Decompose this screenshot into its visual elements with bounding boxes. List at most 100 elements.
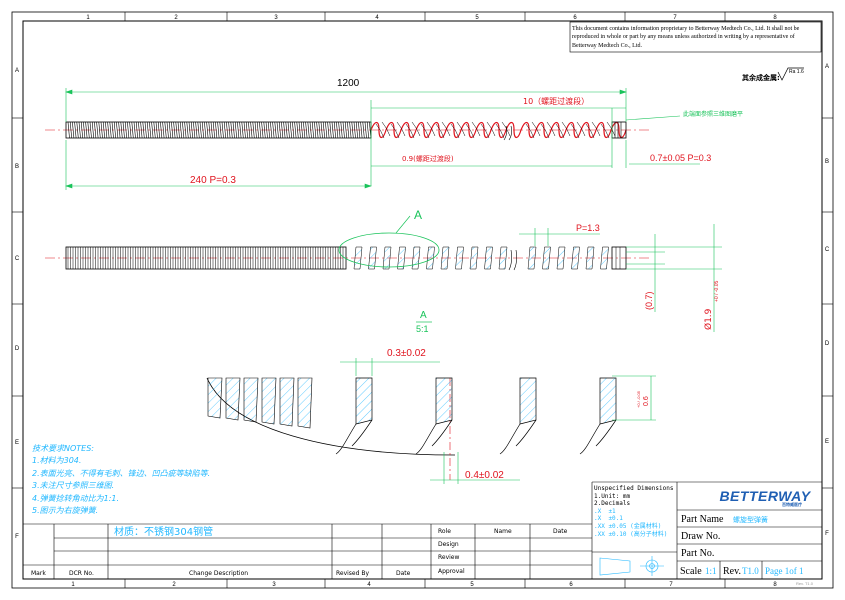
projection-symbol — [599, 556, 664, 576]
unspec-line-2: 1.Unit: mm — [594, 492, 631, 500]
pitch-dim: P=1.3 — [576, 223, 600, 233]
tech-notes-title: 技术要求NOTES: — [32, 444, 94, 453]
outer-frame — [11, 11, 834, 589]
col-8-top: 8 — [773, 15, 777, 21]
unspec-tol-2: .X ±0.1 — [594, 515, 623, 523]
rev-header-desc: Change Description — [189, 570, 248, 577]
row-c-left: C — [15, 256, 20, 262]
rev-header-mark: Mark — [31, 570, 46, 577]
tight-section: 240 P=0.3 — [190, 175, 236, 186]
approval-design: Design — [438, 541, 459, 548]
gap-bottom: 0.4±0.02 — [465, 470, 504, 481]
detail-a-view — [206, 377, 617, 480]
unspec-tol-4: .XX ±0.10 (高分子材料) — [594, 530, 668, 538]
unspec-tol-1: .X ±1 — [594, 507, 616, 515]
detail-dimensions — [340, 358, 656, 484]
page-info: Page 1of 1 — [765, 566, 804, 576]
rev-header-dcr: DCR No. — [69, 570, 94, 577]
view2-dimensions — [519, 224, 722, 332]
part-name-value: 螺旋型弹簧 — [733, 515, 768, 524]
view2-spring — [45, 215, 650, 271]
gap-top: 0.3±0.02 — [387, 348, 426, 359]
tech-note-3: 3.未注尺寸参照三维图. — [32, 481, 115, 491]
row-a-right: A — [825, 64, 829, 70]
inner-dim: (0.7) — [644, 291, 654, 310]
unspec-line-1: Unspecified Dimensions — [594, 485, 674, 492]
row-c-right: C — [825, 247, 830, 253]
rev-header-date: Date — [396, 570, 411, 577]
approval-approval: Approval — [438, 568, 465, 575]
inner-frame — [22, 20, 823, 580]
approval-role: Role — [438, 528, 451, 535]
detail-title: A — [420, 310, 427, 321]
part-name-label: Part Name — [681, 514, 724, 525]
row-d-left: D — [15, 346, 20, 352]
approval-name-header: Name — [494, 528, 512, 535]
detail-height: 0.6 — [643, 396, 650, 406]
zone-ticks — [12, 12, 833, 588]
row-e-left: E — [15, 440, 19, 446]
col-6-top: 6 — [573, 15, 577, 21]
tech-note-4: 4.弹簧捻转角动比为1:1. — [32, 493, 120, 503]
end-note: 此端面参照三维图磨平 — [683, 110, 743, 118]
tech-note-1: 1.材料为304. — [32, 456, 82, 466]
col-4-top: 4 — [375, 15, 379, 21]
unspec-tol-3: .XX ±0.05 (金属材料) — [594, 522, 662, 530]
row-b-right: B — [825, 159, 829, 165]
col-7-top: 7 — [673, 15, 677, 21]
col-2-bottom: 2 — [172, 582, 176, 588]
col-8-bottom: 8 — [773, 582, 777, 588]
row-d-right: D — [825, 341, 830, 347]
logo-sub: 百特威医疗 — [782, 502, 802, 507]
scale-label: Scale — [680, 566, 702, 577]
transition-length: 10（螺距过渡段） — [523, 96, 589, 106]
detail-scale: 5:1 — [416, 324, 429, 334]
rev-label: Rev. — [723, 566, 741, 577]
part-no-label: Part No. — [681, 548, 714, 559]
col-2-top: 2 — [174, 15, 178, 21]
view1-spring — [45, 121, 650, 141]
material: 材质：不锈钢304钢管 — [114, 525, 213, 538]
row-a-left: A — [15, 68, 19, 74]
surface-symbol: Ra 1.6 — [789, 69, 804, 75]
approval-date-header: Date — [553, 528, 568, 535]
surface-finish-symbol — [777, 67, 804, 81]
col-3-top: 3 — [274, 15, 278, 21]
scale-value: 1:1 — [705, 566, 717, 576]
row-f-right: F — [825, 531, 829, 537]
unspec-line-3: 2.Decimals — [594, 500, 631, 508]
overall-length: 1200 — [337, 78, 360, 89]
title-block-lines — [23, 481, 822, 579]
detail-height-tol: +0 / -0.05 — [636, 390, 641, 408]
col-1-top: 1 — [86, 15, 90, 21]
transition-short: 0.9(螺距过渡段) — [402, 154, 454, 163]
rev-value: T1.0 — [742, 566, 759, 576]
logo-name: BETTERWAY — [719, 488, 811, 504]
view1-dimensions — [65, 88, 700, 190]
col-5-bottom: 5 — [470, 582, 474, 588]
wire-dim: 0.7±0.05 P=0.3 — [650, 153, 711, 163]
rev-header-by: Revised By — [336, 570, 369, 577]
row-b-left: B — [15, 164, 19, 170]
col-6-bottom: 6 — [569, 582, 573, 588]
row-e-right: E — [825, 439, 829, 445]
col-1-bottom: 1 — [71, 582, 75, 588]
detail-callout: A — [414, 208, 422, 222]
col-4-bottom: 4 — [367, 582, 371, 588]
col-3-bottom: 3 — [272, 582, 276, 588]
tech-note-5: 5.图示为右旋弹簧. — [32, 506, 99, 516]
tech-notes: 技术要求NOTES: 1.材料为304. 2.表面光亮、不得有毛刺、锋边、凹凸疵… — [32, 443, 210, 517]
outer-dim: Ø1.9 — [703, 308, 714, 330]
tech-note-2: 2.表面光亮、不得有毛刺、锋边、凹凸疵等缺陷等. — [32, 468, 211, 478]
row-f-left: F — [15, 534, 19, 540]
surface-note: 其余成金属: — [742, 73, 780, 82]
rev-small: Rev. T1.0 — [796, 581, 814, 586]
outer-tol: +0 / -0.05 — [714, 281, 720, 302]
proprietary-notice: This document contains information propr… — [572, 26, 800, 49]
draw-no-label: Draw No. — [681, 531, 720, 542]
notice-box — [569, 21, 822, 53]
col-7-bottom: 7 — [669, 582, 673, 588]
